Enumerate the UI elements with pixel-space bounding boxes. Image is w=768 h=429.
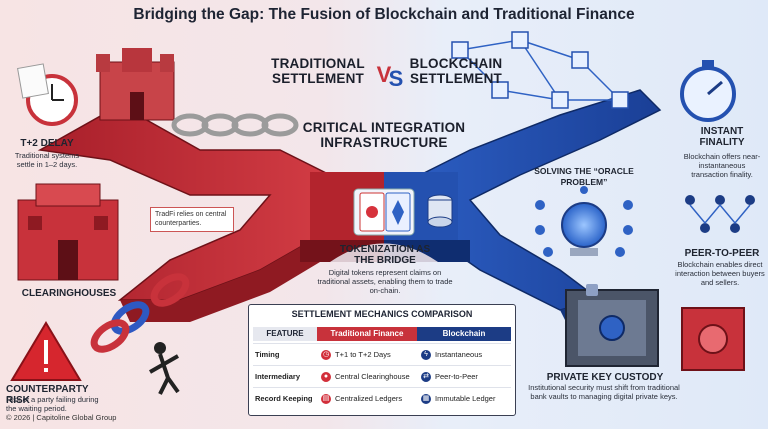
private-key-custody-label: PRIVATE KEY CUSTODY (546, 372, 664, 383)
table-title: SETTLEMENT MECHANICS COMPARISON (291, 309, 473, 319)
network-icon: ⇄ (421, 372, 431, 383)
tokenization-desc: Digital tokens represent claims on tradi… (317, 268, 453, 295)
table-header-feature: FEATURE (253, 327, 317, 341)
ledger-icon: ▤ (321, 394, 331, 405)
peer-to-peer-desc: Blockchain enables direct interaction be… (675, 260, 765, 287)
comparison-table: SETTLEMENT MECHANICS COMPARISON FEATURE … (248, 304, 516, 416)
tokenization-label: TOKENIZATION AS THE BRIDGE (339, 244, 431, 266)
row-feature: Record Keeping (255, 394, 313, 403)
table-row: Record Keeping ▤ Centralized Ledgers ▦ Imm… (253, 387, 511, 410)
broken-chain-icon (90, 273, 190, 353)
table-row: Intermediary ● Central Clearinghouse ⇄ Pee… (253, 365, 511, 388)
row-traditional: Central Clearinghouse (335, 372, 410, 381)
center-header: CRITICAL INTEGRATION INFRASTRUCTURE (302, 120, 466, 150)
row-blockchain: Immutable Ledger (435, 394, 496, 403)
oracle-label: SOLVING THE “ORACLE PROBLEM” (534, 166, 634, 187)
blockchain-header: BLOCKCHAIN SETTLEMENT (409, 56, 503, 86)
hub-icon: ● (321, 372, 331, 383)
blockchain-network-icon (451, 31, 629, 109)
clock-small-icon: ◷ (321, 350, 331, 361)
svg-text:S: S (389, 66, 404, 91)
oracle-globe-icon (535, 186, 633, 257)
table-header-traditional: Traditional Finance (317, 327, 417, 341)
row-feature: Intermediary (255, 372, 301, 381)
warning-icon (10, 321, 82, 381)
t2-delay-desc: Traditional systems settle in 1–2 days. (14, 151, 80, 169)
private-key-custody-desc: Institutional security must shift from t… (528, 383, 680, 401)
svg-text:V: V (377, 62, 392, 87)
data-storage-icon (427, 194, 453, 228)
peer-to-peer-label: PEER-TO-PEER (684, 248, 760, 259)
instant-finality-label: INSTANT FINALITY (699, 126, 745, 148)
bank-castle-icon (96, 48, 175, 121)
lightning-icon: ϟ (421, 350, 431, 361)
row-traditional: Centralized Ledgers (335, 394, 403, 403)
instant-finality-desc: Blockchain offers near-instantaneous tra… (683, 152, 761, 179)
token-emblem-icon (353, 188, 415, 236)
copyright: © 2026 | Capitoline Global Group (6, 413, 117, 422)
vs-badge: V S (377, 62, 404, 91)
row-blockchain: Instantaneous (435, 350, 483, 359)
clearinghouse-building-icon (17, 183, 119, 281)
key-vault-icon (565, 284, 659, 367)
traditional-header: TRADITIONAL SETTLEMENT (271, 56, 365, 86)
falling-person-icon (149, 342, 180, 395)
clearinghouses-label: CLEARINGHOUSES (21, 288, 117, 299)
stopwatch-icon (680, 60, 736, 122)
blocks-icon: ▦ (421, 394, 431, 405)
clock-icon (17, 63, 78, 126)
counterparty-risk-desc: Risk of a party failing during the waiti… (6, 395, 99, 413)
table-row: Timing ◷ T+1 to T+2 Days ϟ Instantaneous (253, 343, 511, 366)
table-header-blockchain: Blockchain (417, 327, 511, 341)
t2-delay-label: T+2 DELAY (20, 138, 74, 149)
peer-to-peer-icon (685, 195, 755, 233)
red-safe-icon (681, 307, 745, 371)
row-blockchain: Peer-to-Peer (435, 372, 478, 381)
row-feature: Timing (255, 350, 280, 359)
counterparty-risk-label: COUNTERPARTY RISK (6, 384, 89, 406)
central-counterparty-note: TradFi relies on central counterparties. (150, 207, 234, 232)
page-title: Bridging the Gap: The Fusion of Blockcha… (133, 6, 635, 23)
chain-icon (171, 113, 299, 137)
row-traditional: T+1 to T+2 Days (335, 350, 391, 359)
